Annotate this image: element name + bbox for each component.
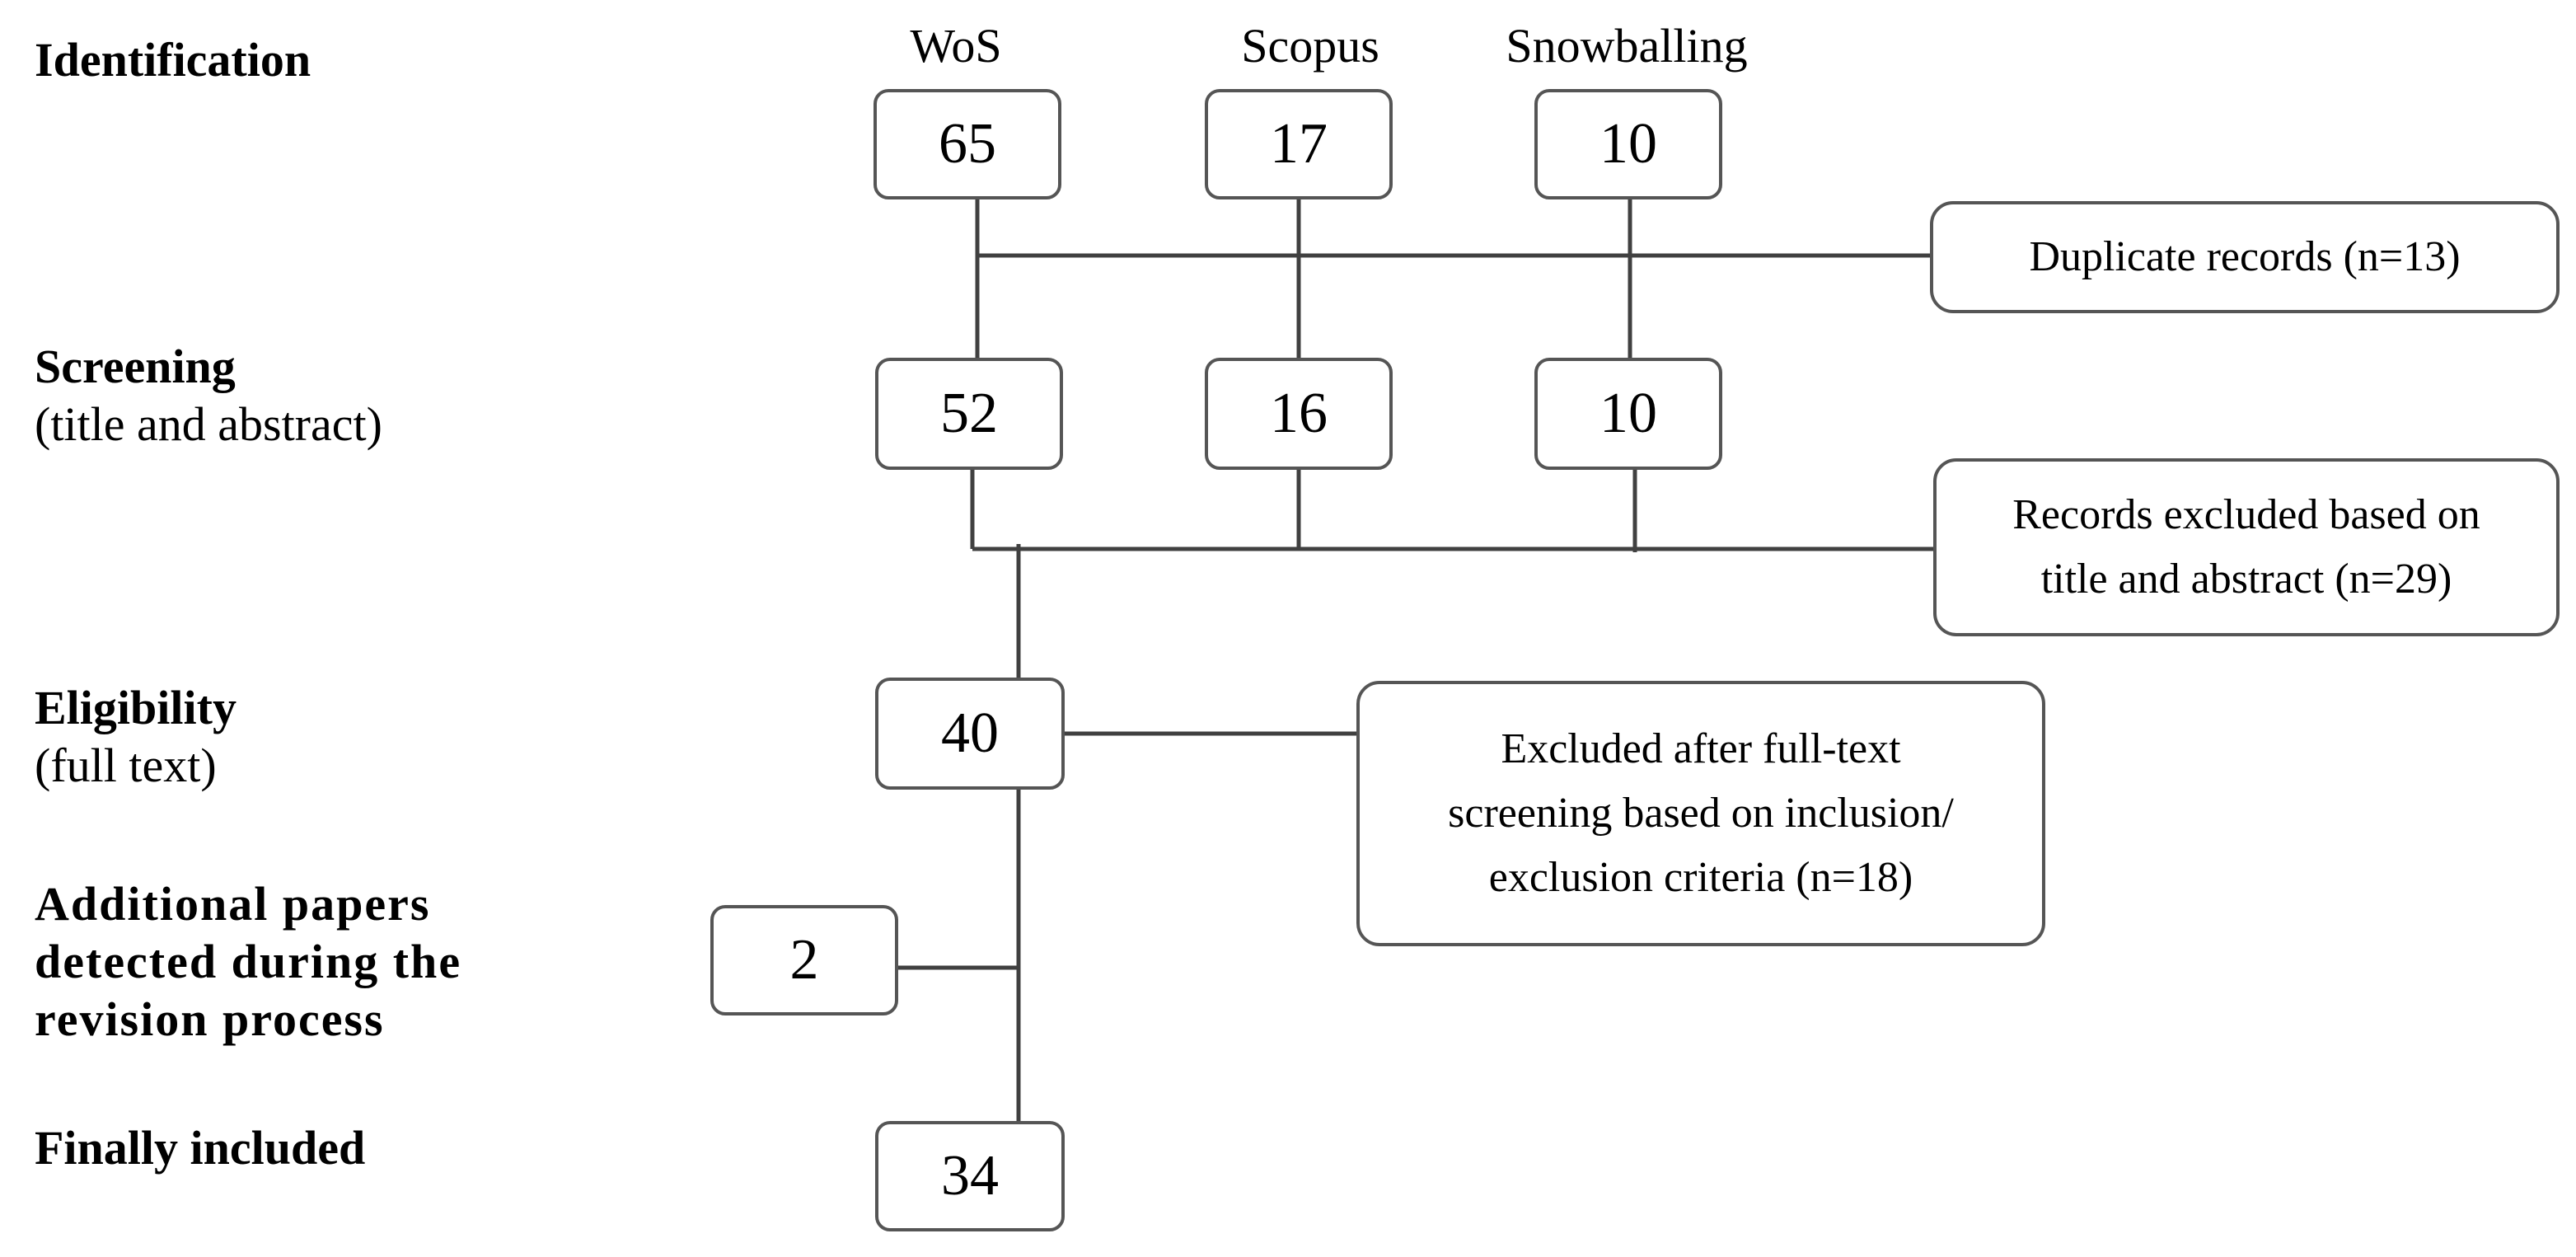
count-box-wos-screening: 52	[875, 358, 1063, 470]
stage-eligibility-subtitle: (full text)	[35, 739, 217, 792]
exclusion-full-text-line1: Excluded after full-text	[1501, 725, 1901, 772]
exclusion-title-abstract-line2: title and abstract (n=29)	[2040, 556, 2452, 603]
count-scopus-screening: 16	[1270, 382, 1328, 445]
stage-additional: Additional papers detected during the re…	[35, 875, 461, 1048]
count-box-final: 34	[875, 1121, 1065, 1231]
exclusion-duplicates: Duplicate records (n=13)	[1930, 201, 2560, 313]
count-box-additional: 2	[710, 905, 898, 1015]
exclusion-full-text-line2: screening based on inclusion/	[1448, 790, 1954, 837]
count-box-scopus: 17	[1205, 89, 1393, 199]
stage-additional-line1: Additional papers	[35, 877, 431, 931]
source-label-scopus: Scopus	[1241, 19, 1379, 73]
stage-identification: Identification	[35, 31, 311, 89]
count-box-scopus-screening: 16	[1205, 358, 1393, 470]
stage-additional-line2: detected during the	[35, 935, 462, 988]
count-additional: 2	[789, 928, 819, 992]
count-box-eligibility: 40	[875, 678, 1065, 790]
stage-additional-line3: revision process	[35, 992, 385, 1046]
stage-screening-subtitle: (title and abstract)	[35, 397, 382, 451]
exclusion-full-text-line3: exclusion criteria (n=18)	[1488, 854, 1913, 901]
stage-eligibility-title: Eligibility	[35, 681, 237, 734]
count-box-snowballing-screening: 10	[1534, 358, 1722, 470]
source-label-snowballing: Snowballing	[1506, 19, 1748, 73]
count-box-snowballing: 10	[1534, 89, 1722, 199]
exclusion-duplicates-text: Duplicate records (n=13)	[2029, 233, 2461, 280]
count-final: 34	[941, 1144, 999, 1208]
count-box-wos: 65	[873, 89, 1061, 199]
stage-final: Finally included	[35, 1119, 365, 1177]
stage-screening: Screening (title and abstract)	[35, 338, 382, 453]
exclusion-full-text: Excluded after full-text screening based…	[1356, 681, 2045, 946]
count-snowballing-screening: 10	[1599, 382, 1657, 445]
exclusion-title-abstract-line1: Records excluded based on	[2012, 491, 2480, 538]
count-scopus-identification: 17	[1270, 112, 1328, 176]
stage-eligibility: Eligibility (full text)	[35, 679, 237, 795]
exclusion-title-abstract: Records excluded based on title and abst…	[1933, 458, 2560, 636]
stage-screening-title: Screening	[35, 340, 236, 393]
count-snowballing-identification: 10	[1599, 112, 1657, 176]
count-wos-screening: 52	[940, 382, 998, 445]
count-eligibility: 40	[941, 701, 999, 765]
source-label-wos: WoS	[910, 19, 1002, 73]
stage-final-title: Finally included	[35, 1121, 366, 1175]
stage-identification-title: Identification	[35, 33, 311, 87]
count-wos-identification: 65	[939, 112, 996, 176]
